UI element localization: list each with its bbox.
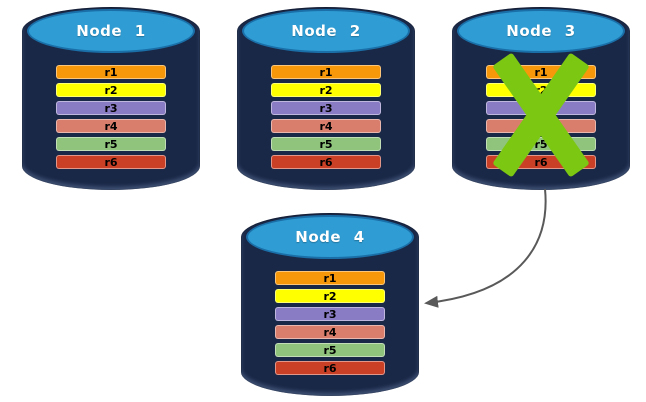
replica-rows: r1 r2 r3 r4 r5 r6 <box>271 65 381 169</box>
replica-row: r1 <box>486 65 596 79</box>
replica-row: r3 <box>486 101 596 115</box>
replica-row: r1 <box>271 65 381 79</box>
replica-row: r3 <box>275 307 385 321</box>
cylinder-top: Node 3 <box>457 9 625 53</box>
replica-row: r6 <box>271 155 381 169</box>
replica-row: r6 <box>56 155 166 169</box>
replica-row: r4 <box>271 119 381 133</box>
cylinder-top: Node 4 <box>246 215 414 259</box>
cylinder-top: Node 1 <box>27 9 195 53</box>
node-3: Node 3 r1 r2 r3 r4 r5 r6 <box>452 7 630 190</box>
replica-row: r2 <box>486 83 596 97</box>
replica-row: r4 <box>486 119 596 133</box>
replica-row: r4 <box>275 325 385 339</box>
node-4: Node 4 r1 r2 r3 r4 r5 r6 <box>241 213 419 396</box>
replica-rows: r1 r2 r3 r4 r5 r6 <box>486 65 596 169</box>
replica-row: r5 <box>486 137 596 151</box>
node-title: Node 2 <box>291 22 361 40</box>
replica-row: r2 <box>56 83 166 97</box>
replica-row: r5 <box>275 343 385 357</box>
node-title: Node 3 <box>506 22 576 40</box>
node-title: Node 4 <box>295 228 365 246</box>
node-2: Node 2 r1 r2 r3 r4 r5 r6 <box>237 7 415 190</box>
replica-row: r3 <box>271 101 381 115</box>
replica-row: r6 <box>275 361 385 375</box>
replica-row: r5 <box>271 137 381 151</box>
cylinder-top: Node 2 <box>242 9 410 53</box>
replica-row: r5 <box>56 137 166 151</box>
replica-row: r2 <box>271 83 381 97</box>
node-1: Node 1 r1 r2 r3 r4 r5 r6 <box>22 7 200 190</box>
replica-row: r1 <box>56 65 166 79</box>
replica-row: r1 <box>275 271 385 285</box>
replica-rows: r1 r2 r3 r4 r5 r6 <box>56 65 166 169</box>
replica-row: r2 <box>275 289 385 303</box>
replica-row: r3 <box>56 101 166 115</box>
node-title: Node 1 <box>76 22 146 40</box>
replica-row: r4 <box>56 119 166 133</box>
replica-row: r6 <box>486 155 596 169</box>
replica-rows: r1 r2 r3 r4 r5 r6 <box>275 271 385 375</box>
